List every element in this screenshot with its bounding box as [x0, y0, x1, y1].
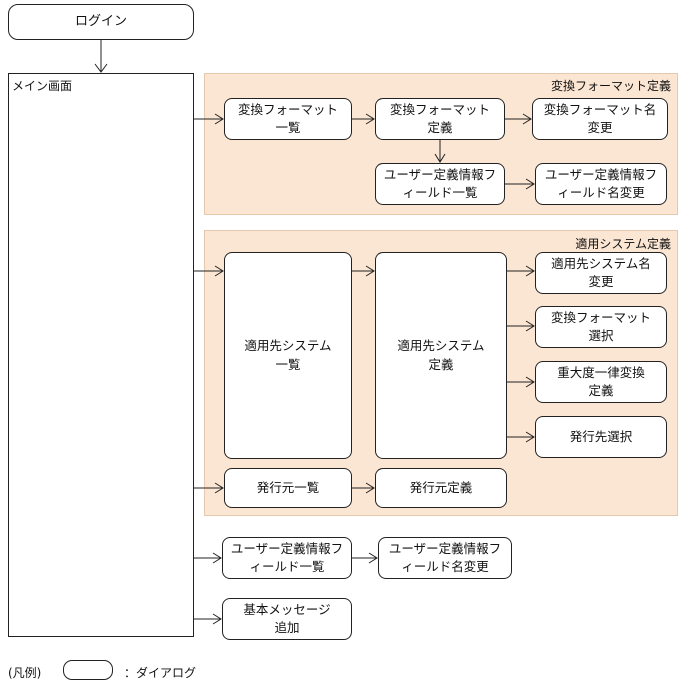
format-definition-dialog[interactable]: 変換フォーマット 定義 — [375, 98, 505, 140]
arrowhead-format-user-fields-rename — [525, 178, 535, 190]
user-fields-list-dialog[interactable]: ユーザー定義情報フ ィールド一覧 — [222, 537, 352, 579]
arrowhead-main-system-list — [214, 265, 224, 277]
target-system-definition-dialog[interactable]: 適用先システム 定義 — [375, 252, 507, 459]
format-user-fields-rename-dialog[interactable]: ユーザー定義情報フ ィールド名変更 — [535, 163, 667, 205]
arrowhead-system-def-format-select — [525, 320, 535, 332]
format-list-dialog[interactable]: 変換フォーマット 一覧 — [224, 98, 352, 140]
system-section-title: 適用システム定義 — [575, 237, 671, 251]
source-list-dialog[interactable]: 発行元一覧 — [224, 468, 352, 508]
arrowhead-system-def-severity — [525, 376, 535, 388]
login-dialog[interactable]: ログイン — [8, 4, 194, 40]
legend-dialog-symbol — [63, 660, 113, 680]
arrowhead-system-list-def — [365, 265, 375, 277]
arrowhead-system-def-rename — [525, 265, 535, 277]
user-fields-rename-dialog[interactable]: ユーザー定義情報フ ィールド名変更 — [378, 537, 512, 579]
arrowhead-main-user-fields — [212, 552, 222, 564]
arrowhead-main-base-message — [212, 613, 222, 625]
format-section-title: 変換フォーマット定義 — [550, 79, 671, 93]
legend-prefix: (凡例) — [8, 666, 42, 680]
format-select-dialog[interactable]: 変換フォーマット 選択 — [535, 306, 667, 348]
legend-suffix: ：ダイアログ — [124, 666, 197, 680]
base-message-add-dialog[interactable]: 基本メッセージ 追加 — [222, 598, 352, 640]
arrowhead-system-def-destination — [525, 431, 535, 443]
destination-select-dialog[interactable]: 発行先選択 — [535, 416, 667, 458]
arrowhead-source-list-def — [365, 482, 375, 494]
arrowhead-login-main — [94, 63, 108, 73]
arrowhead-format-def-user-fields — [434, 153, 446, 163]
target-system-rename-dialog[interactable]: 適用先システム名 変更 — [535, 252, 667, 294]
main-screen-label: メイン画面 — [12, 79, 73, 93]
target-system-list-dialog[interactable]: 適用先システム 一覧 — [224, 252, 352, 459]
severity-uniform-conversion-dialog[interactable]: 重大度一律変換 定義 — [535, 361, 667, 403]
arrowhead-user-fields-rename — [368, 552, 378, 564]
format-user-fields-list-dialog[interactable]: ユーザー定義情報フ ィールド一覧 — [375, 163, 505, 205]
arrowhead-format-list-def — [365, 113, 375, 125]
arrowhead-main-source-list — [214, 482, 224, 494]
format-rename-dialog[interactable]: 変換フォーマット名 変更 — [532, 98, 668, 140]
main-screen — [8, 73, 194, 637]
arrowhead-format-def-rename — [522, 113, 532, 125]
arrowhead-main-format-list — [214, 113, 224, 125]
source-definition-dialog[interactable]: 発行元定義 — [375, 468, 507, 508]
